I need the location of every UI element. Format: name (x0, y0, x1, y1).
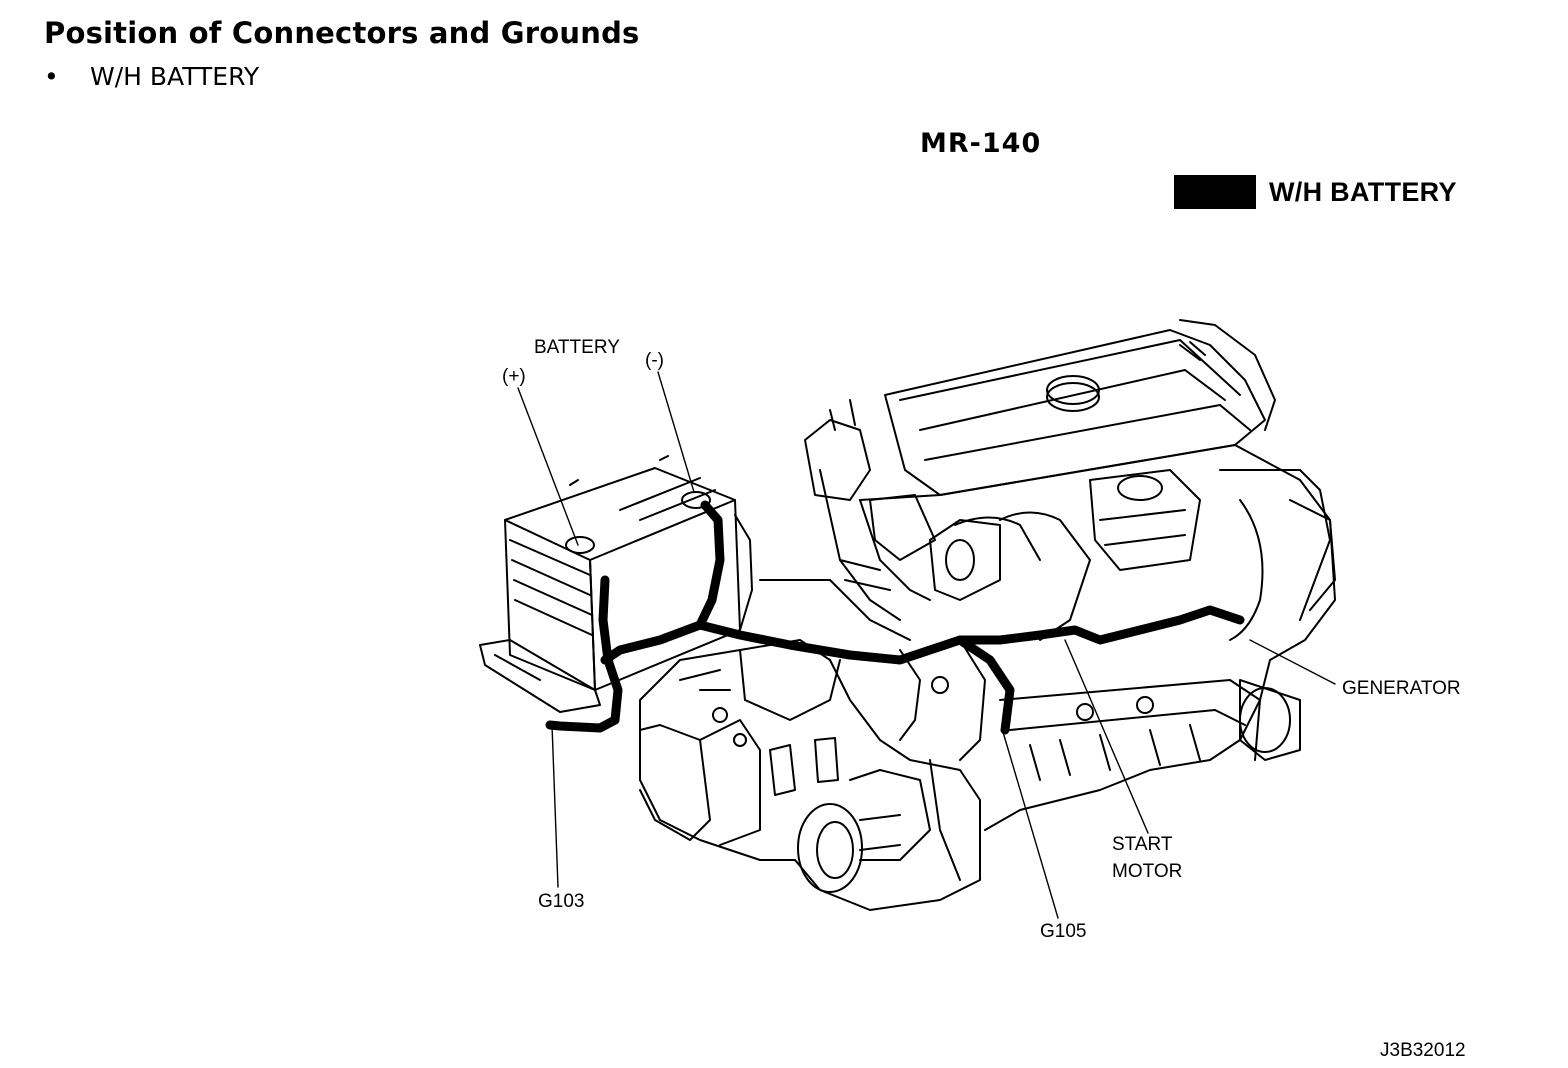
intake-manifold (804, 399, 1001, 621)
leader-positive (517, 387, 579, 546)
battery-harness (545, 500, 1245, 735)
legend: W/H BATTERY (1174, 174, 1457, 210)
engine-outline (479, 319, 1336, 919)
transmission (639, 579, 986, 911)
label-negative: (-) (645, 350, 664, 371)
battery-illustration (479, 455, 753, 713)
bullet-icon: • (44, 62, 59, 91)
harness-positive-cable (545, 575, 623, 733)
harness-ground-g105 (955, 635, 1015, 735)
harness-negative-cable (600, 500, 725, 665)
label-positive: (+) (502, 366, 526, 387)
harness-main-run (695, 605, 1245, 665)
legend-label: W/H BATTERY (1269, 176, 1457, 207)
leader-generator (1249, 639, 1336, 685)
engine-block (859, 444, 1336, 831)
label-g105: G105 (1040, 921, 1086, 942)
label-battery: BATTERY (534, 337, 620, 358)
label-start: START (1112, 834, 1173, 855)
figure-reference-code: J3B32012 (1380, 1040, 1466, 1061)
label-generator: GENERATOR (1342, 678, 1461, 699)
leader-negative (657, 371, 695, 493)
leader-lines (517, 371, 1336, 919)
section-subtitle: W/H BATTERY (90, 62, 260, 91)
label-g103: G103 (538, 891, 584, 912)
valve-cover (884, 319, 1276, 496)
section-bullet: • W/H BATTERY (44, 62, 259, 91)
leader-g103 (551, 724, 559, 888)
leader-g105 (1002, 731, 1059, 919)
label-motor: MOTOR (1112, 861, 1182, 882)
leader-start-motor (1064, 639, 1149, 834)
page-title: Position of Connectors and Grounds (44, 16, 640, 50)
legend-swatch (1174, 175, 1256, 209)
diagram-code: MR-140 (920, 128, 1042, 159)
